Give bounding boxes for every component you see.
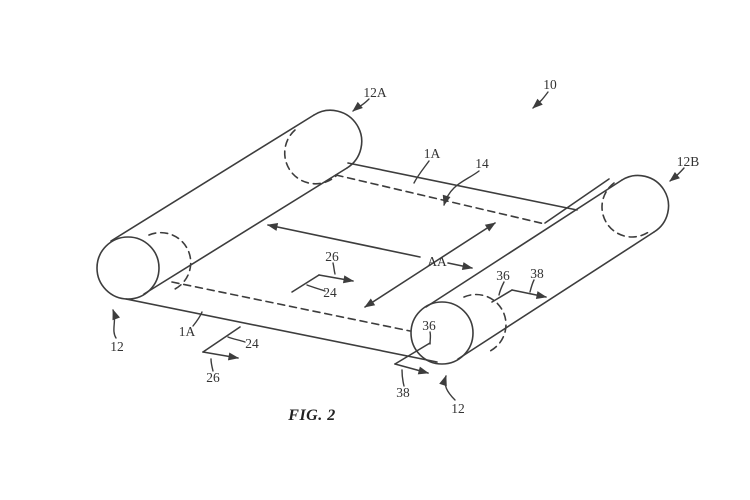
roller-12b-top-edge	[425, 179, 623, 308]
leader-24-mid	[306, 284, 326, 292]
roller-12b	[410, 174, 670, 365]
label-12-right: 12	[451, 401, 465, 416]
leader-1a-top	[413, 160, 430, 184]
bent-arrow-tr-arrow	[511, 289, 547, 300]
label-1a-bottom: 1A	[179, 324, 196, 339]
arrow-aa-right	[447, 262, 473, 270]
bent-arrow-tr-diagonal	[491, 289, 513, 303]
band-top-edge	[347, 162, 578, 211]
roller-12b-left-cap	[410, 301, 474, 365]
leader-12a	[352, 98, 370, 112]
label-12b: 12B	[677, 154, 700, 169]
bent-arrow-bottom-left	[202, 326, 241, 361]
leaders	[112, 91, 685, 401]
label-38-bottom: 38	[396, 385, 410, 400]
roller-12b-hidden-arc-left	[463, 293, 507, 353]
leader-36-top	[498, 281, 505, 296]
arrow-cross-down	[364, 264, 431, 308]
leader-26-bottom	[210, 358, 214, 372]
bent-arrow-br-arrow	[394, 363, 429, 375]
bent-arrow-mid-diagonal	[291, 274, 320, 293]
leader-12-right	[439, 375, 456, 401]
roller-12b-end-cap	[621, 174, 670, 233]
leader-12-left	[112, 309, 121, 339]
label-14: 14	[475, 156, 489, 171]
leader-14	[442, 170, 480, 206]
bent-arrow-top-right	[491, 289, 547, 303]
reference-labels: 12A 10 1A 14 12B AA 26 24 36 38 36 1A 24…	[110, 77, 699, 416]
leader-24-bottom	[227, 336, 246, 343]
label-24-bottom: 24	[245, 336, 259, 351]
label-aa: AA	[427, 254, 447, 269]
label-10: 10	[543, 77, 557, 92]
roller-12b-bottom-edge	[457, 231, 655, 360]
bent-arrow-mid	[291, 274, 354, 293]
leader-26-mid	[332, 262, 336, 275]
leader-38-top	[529, 279, 535, 293]
bent-arrow-bl-arrow	[202, 351, 239, 361]
roller-12a-hidden-arc-right	[283, 129, 337, 185]
label-26-bottom: 26	[206, 370, 220, 385]
leader-12b	[669, 167, 685, 182]
bent-arrow-mid-arrow	[318, 274, 354, 284]
bent-arrow-bl-diagonal	[202, 326, 241, 353]
dimension-arrows	[267, 222, 496, 308]
display-band	[125, 162, 578, 363]
leader-38-bottom	[401, 369, 405, 387]
figure-caption: FIG. 2	[287, 407, 335, 424]
roller-12a-left-cap	[96, 236, 160, 300]
leader-1a-bottom	[192, 311, 203, 327]
label-12a: 12A	[363, 85, 387, 100]
roller-12a-hidden-arc-left	[148, 231, 192, 290]
label-12-left: 12	[110, 339, 124, 354]
label-24-mid: 24	[323, 285, 337, 300]
label-26-mid: 26	[325, 249, 339, 264]
band-wrap-edge-12b	[544, 178, 610, 224]
band-front-edge	[125, 298, 438, 363]
band-hidden-edge-bottom	[171, 281, 411, 332]
roller-12a	[96, 109, 363, 300]
arrow-cross-up	[429, 222, 496, 266]
bent-arrow-bottom-right	[394, 342, 431, 375]
label-36-bottom: 36	[422, 318, 436, 333]
label-1a-top: 1A	[424, 146, 441, 161]
label-38-top: 38	[530, 266, 544, 281]
band-hidden-edge-top	[335, 174, 546, 225]
label-36-top: 36	[496, 268, 510, 283]
arrow-aa-left	[267, 223, 421, 258]
leader-10	[532, 91, 549, 109]
roller-12b-hidden-arc-right	[601, 182, 651, 238]
roller-12a-top-edge	[110, 114, 315, 242]
roller-12a-bottom-edge	[143, 167, 348, 295]
bent-arrow-br-diagonal	[394, 342, 431, 365]
roller-12a-end-cap	[313, 109, 363, 169]
